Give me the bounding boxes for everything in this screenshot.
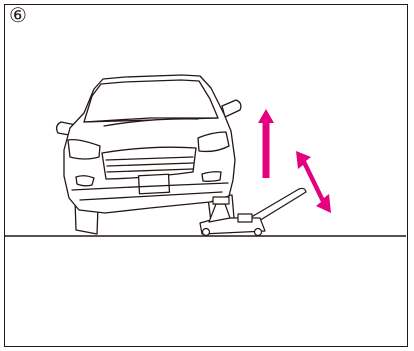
double-headed-arrow-icon — [296, 151, 331, 213]
step-number-label: ⑥ — [9, 3, 27, 27]
floor-jack-icon — [199, 187, 307, 237]
up-arrow-icon — [258, 109, 274, 178]
